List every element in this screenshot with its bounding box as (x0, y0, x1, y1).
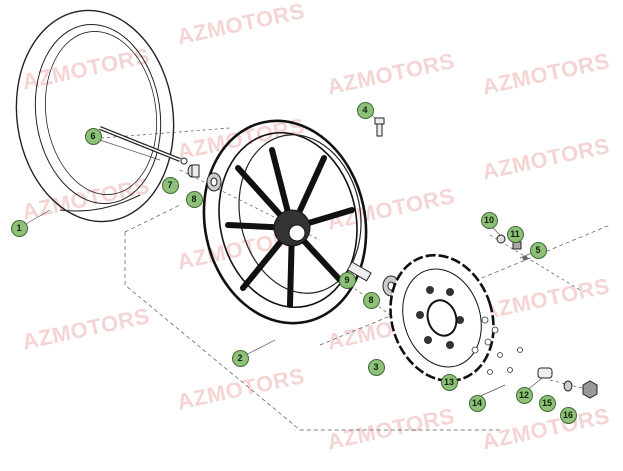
brake-disc (389, 253, 495, 383)
valve-bolt (374, 117, 385, 137)
callout-5[interactable]: 5 (529, 241, 547, 259)
spacer-right (346, 261, 372, 282)
callout-16[interactable]: 16 (559, 406, 577, 424)
callout-14[interactable]: 14 (468, 394, 486, 412)
callout-10[interactable]: 10 (480, 211, 498, 229)
callout-2[interactable]: 2 (231, 349, 249, 367)
callout-6[interactable]: 6 (84, 127, 102, 145)
leader-lines (18, 109, 611, 431)
washer (496, 234, 506, 244)
nut (512, 241, 522, 250)
axle (99, 126, 188, 165)
callout-1[interactable]: 1 (10, 219, 28, 237)
collar (537, 367, 553, 379)
wheel-rim (202, 119, 368, 325)
axle-washer (563, 380, 573, 392)
axle-nut (582, 380, 598, 399)
tire (15, 9, 175, 223)
callout-8b[interactable]: 8 (362, 291, 380, 309)
callout-7[interactable]: 7 (161, 176, 179, 194)
callout-13[interactable]: 13 (440, 373, 458, 391)
callout-4[interactable]: 4 (356, 101, 374, 119)
callout-9[interactable]: 9 (338, 271, 356, 289)
callout-8a[interactable]: 8 (185, 190, 203, 208)
bearing-left (206, 172, 222, 192)
callout-11[interactable]: 11 (506, 225, 524, 243)
callout-12[interactable]: 12 (515, 386, 533, 404)
spacer-left (187, 164, 200, 178)
disc-bolts (471, 316, 523, 375)
screw (522, 255, 528, 261)
callout-3[interactable]: 3 (367, 358, 385, 376)
callout-15[interactable]: 15 (538, 394, 556, 412)
